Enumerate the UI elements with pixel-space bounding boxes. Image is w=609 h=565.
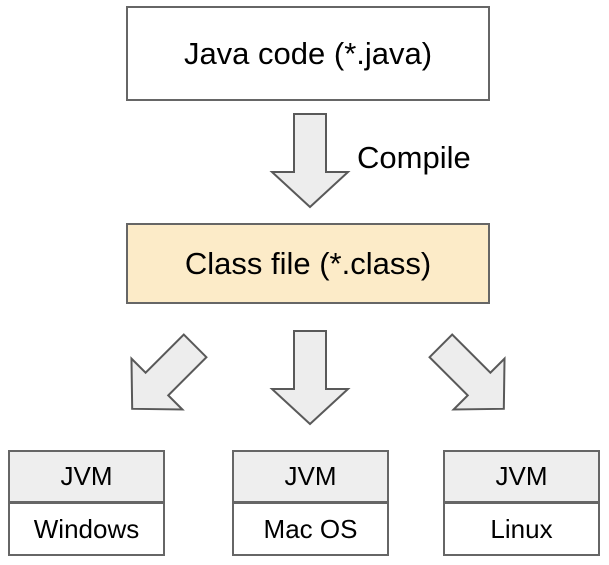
down-block-arrow-icon — [269, 330, 351, 426]
node-java-code[interactable]: Java code (*.java) — [126, 6, 490, 101]
os-cell-windows: Windows — [8, 502, 165, 556]
node-class-file[interactable]: Class file (*.class) — [126, 223, 490, 304]
node-class-file-label: Class file (*.class) — [184, 245, 432, 281]
jvm-header-windows: JVM — [8, 450, 165, 503]
platform-stack-windows[interactable]: JVM Windows — [8, 450, 165, 556]
platform-stack-macos[interactable]: JVM Mac OS — [232, 450, 389, 556]
edge-label-compile: Compile — [357, 140, 471, 175]
os-cell-macos: Mac OS — [232, 502, 389, 556]
jvm-header-linux: JVM — [443, 450, 600, 503]
os-label: Mac OS — [263, 513, 358, 544]
down-left-block-arrow-icon — [130, 333, 208, 411]
jvm-label: JVM — [284, 461, 337, 491]
platform-stack-linux[interactable]: JVM Linux — [443, 450, 600, 556]
jvm-label: JVM — [60, 461, 113, 491]
os-cell-linux: Linux — [443, 502, 600, 556]
jvm-header-macos: JVM — [232, 450, 389, 503]
os-label: Windows — [33, 513, 140, 544]
down-right-block-arrow-icon — [428, 333, 506, 411]
compile-arrow-icon — [269, 113, 351, 209]
jvm-label: JVM — [495, 461, 548, 491]
os-label: Linux — [490, 513, 553, 544]
node-java-code-label: Java code (*.java) — [183, 35, 433, 71]
